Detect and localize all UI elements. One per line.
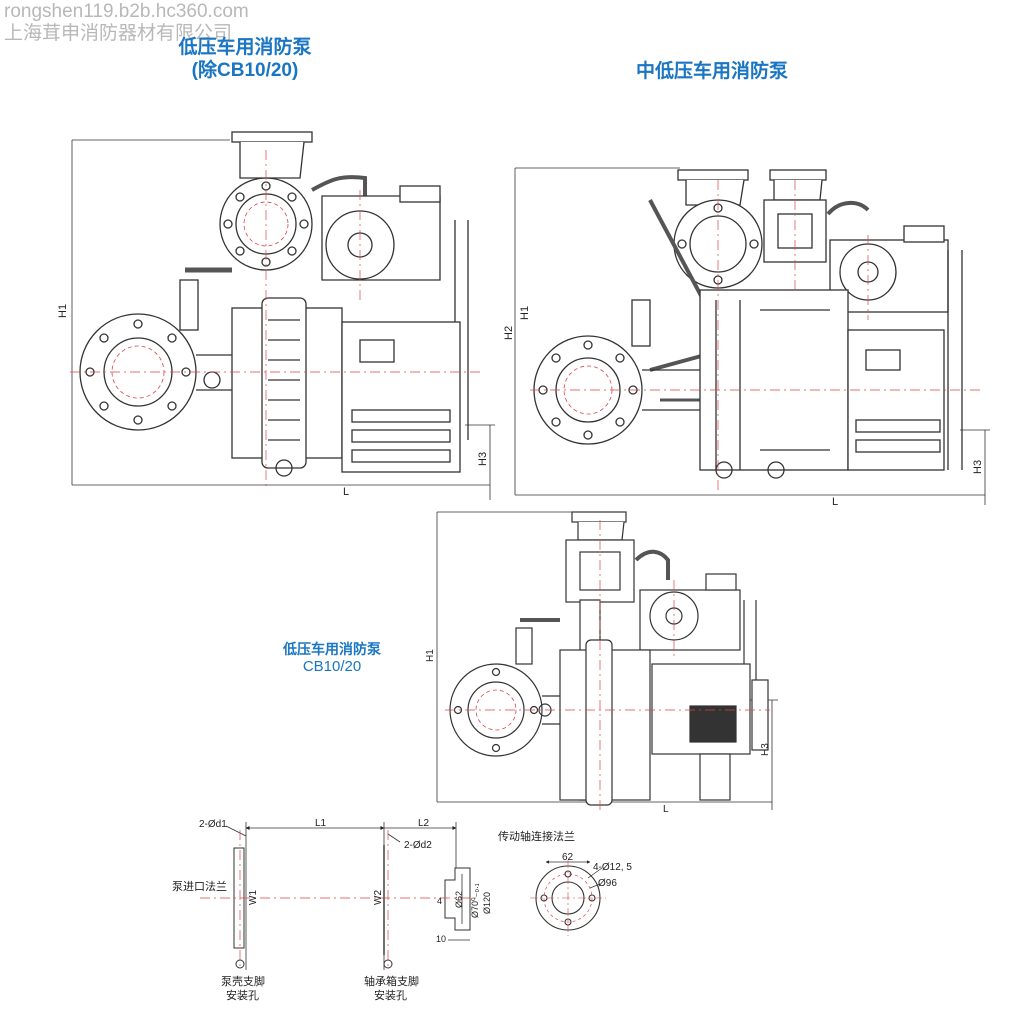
pump3-dim-h1: H1 bbox=[425, 649, 436, 662]
inlet-flange-label: 泵进口法兰 bbox=[172, 879, 227, 893]
shaft-dim-10: 10 bbox=[436, 934, 446, 944]
pump1-dim-l: L bbox=[343, 486, 349, 498]
drive-flange-d96: Ø96 bbox=[598, 878, 617, 889]
mounting-l2-label: L2 bbox=[418, 818, 430, 829]
mounting-w2-label: W2 bbox=[373, 890, 384, 905]
title-low-pressure-cb-line2: CB10/20 bbox=[302, 658, 362, 675]
mounting-w1-label: W1 bbox=[248, 890, 259, 905]
pump3-dim-h3: H3 bbox=[760, 743, 771, 756]
drive-flange-title: 传动轴连接法兰 bbox=[498, 829, 575, 843]
title-mid-low-pressure: 中低压车用消防泵 bbox=[636, 61, 789, 82]
pump2-dim-l: L bbox=[832, 496, 838, 508]
mounting-d1-label: 2-Ød1 bbox=[199, 819, 227, 830]
drive-flange-dim-62: 62 bbox=[562, 852, 574, 863]
pump3-dim-l: L bbox=[663, 804, 669, 815]
casing-foot-label-line2: 安装孔 bbox=[226, 988, 259, 1002]
bearing-foot-label-line2: 安装孔 bbox=[374, 988, 407, 1002]
title-low-pressure-excl: 低压车用消防泵 (除CB10/20) bbox=[150, 36, 340, 82]
shaft-dim-d120: Ø120 bbox=[482, 892, 492, 914]
shaft-dim-4: 4 bbox=[437, 896, 442, 906]
pump2-dim-h2: H2 bbox=[503, 326, 515, 340]
mounting-d2-label: 2-Ød2 bbox=[404, 840, 432, 851]
watermark-company: 上海茸申消防器材有限公司 bbox=[4, 23, 233, 44]
drive-flange-holes: 4-Ø12, 5 bbox=[593, 862, 632, 873]
pump2-dim-h1: H1 bbox=[519, 306, 531, 320]
mounting-holes-drawing bbox=[200, 822, 480, 970]
drive-flange-drawing bbox=[530, 860, 606, 936]
pump-drawing-low-pressure bbox=[70, 131, 495, 500]
watermark-url: rongshen119.b2b.hc360.com bbox=[4, 1, 249, 22]
mounting-l1-label: L1 bbox=[315, 818, 327, 829]
casing-foot-label-line1: 泵壳支脚 bbox=[221, 974, 265, 988]
title-low-pressure-cb-line1: 低压车用消防泵 bbox=[283, 641, 381, 657]
pump-drawing-mid-low-pressure bbox=[514, 167, 990, 505]
title-low-pressure-excl-line2: (除CB10/20) bbox=[191, 60, 299, 81]
pump2-dim-h3: H3 bbox=[972, 460, 984, 474]
shaft-dim-d62: Ø62 bbox=[454, 891, 464, 908]
title-low-pressure-excl-line1: 低压车用消防泵 bbox=[178, 37, 312, 58]
shaft-dim-d70: Ø70⁰₋₀.₁ bbox=[470, 883, 480, 918]
bearing-foot-label-line1: 轴承箱支脚 bbox=[364, 974, 419, 988]
pump-drawing-cb10-20 bbox=[436, 511, 778, 810]
title-low-pressure-cb: 低压车用消防泵 CB10/20 bbox=[262, 640, 402, 676]
pump1-dim-h1: H1 bbox=[57, 304, 69, 318]
pump1-dim-h3: H3 bbox=[477, 452, 489, 466]
